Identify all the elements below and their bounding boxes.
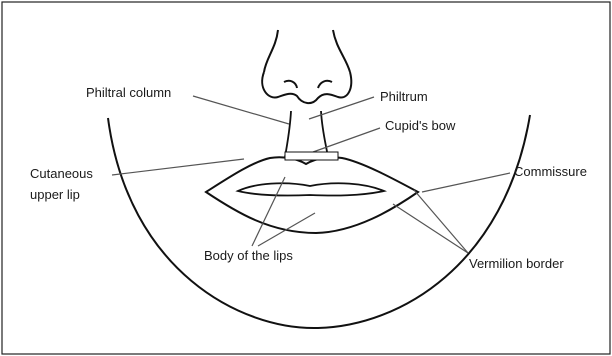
label-philtral-column: Philtral column [86,85,171,101]
leader-vermilion-2 [393,204,468,253]
label-cutaneous-line2: upper lip [30,187,80,203]
leader-cutaneous [112,159,244,175]
leader-philtral-column [193,96,289,124]
jaw-outline [108,115,530,328]
leader-vermilion-1 [414,190,468,253]
label-commissure: Commissure [514,164,587,180]
leader-commissure [422,173,510,192]
leader-body-lower [258,213,315,246]
leader-philtrum [309,97,374,119]
label-philtrum: Philtrum [380,89,428,105]
label-body-of-lips: Body of the lips [204,248,293,264]
cupids-bow-marker [285,152,338,160]
mouth-line [238,183,384,195]
label-cutaneous-line1: Cutaneous [30,166,93,182]
leader-body-upper [252,177,285,246]
label-vermilion-border: Vermilion border [469,256,564,272]
label-cupids-bow: Cupid's bow [385,118,455,134]
philtral-columns [285,111,328,157]
nose [262,30,351,103]
